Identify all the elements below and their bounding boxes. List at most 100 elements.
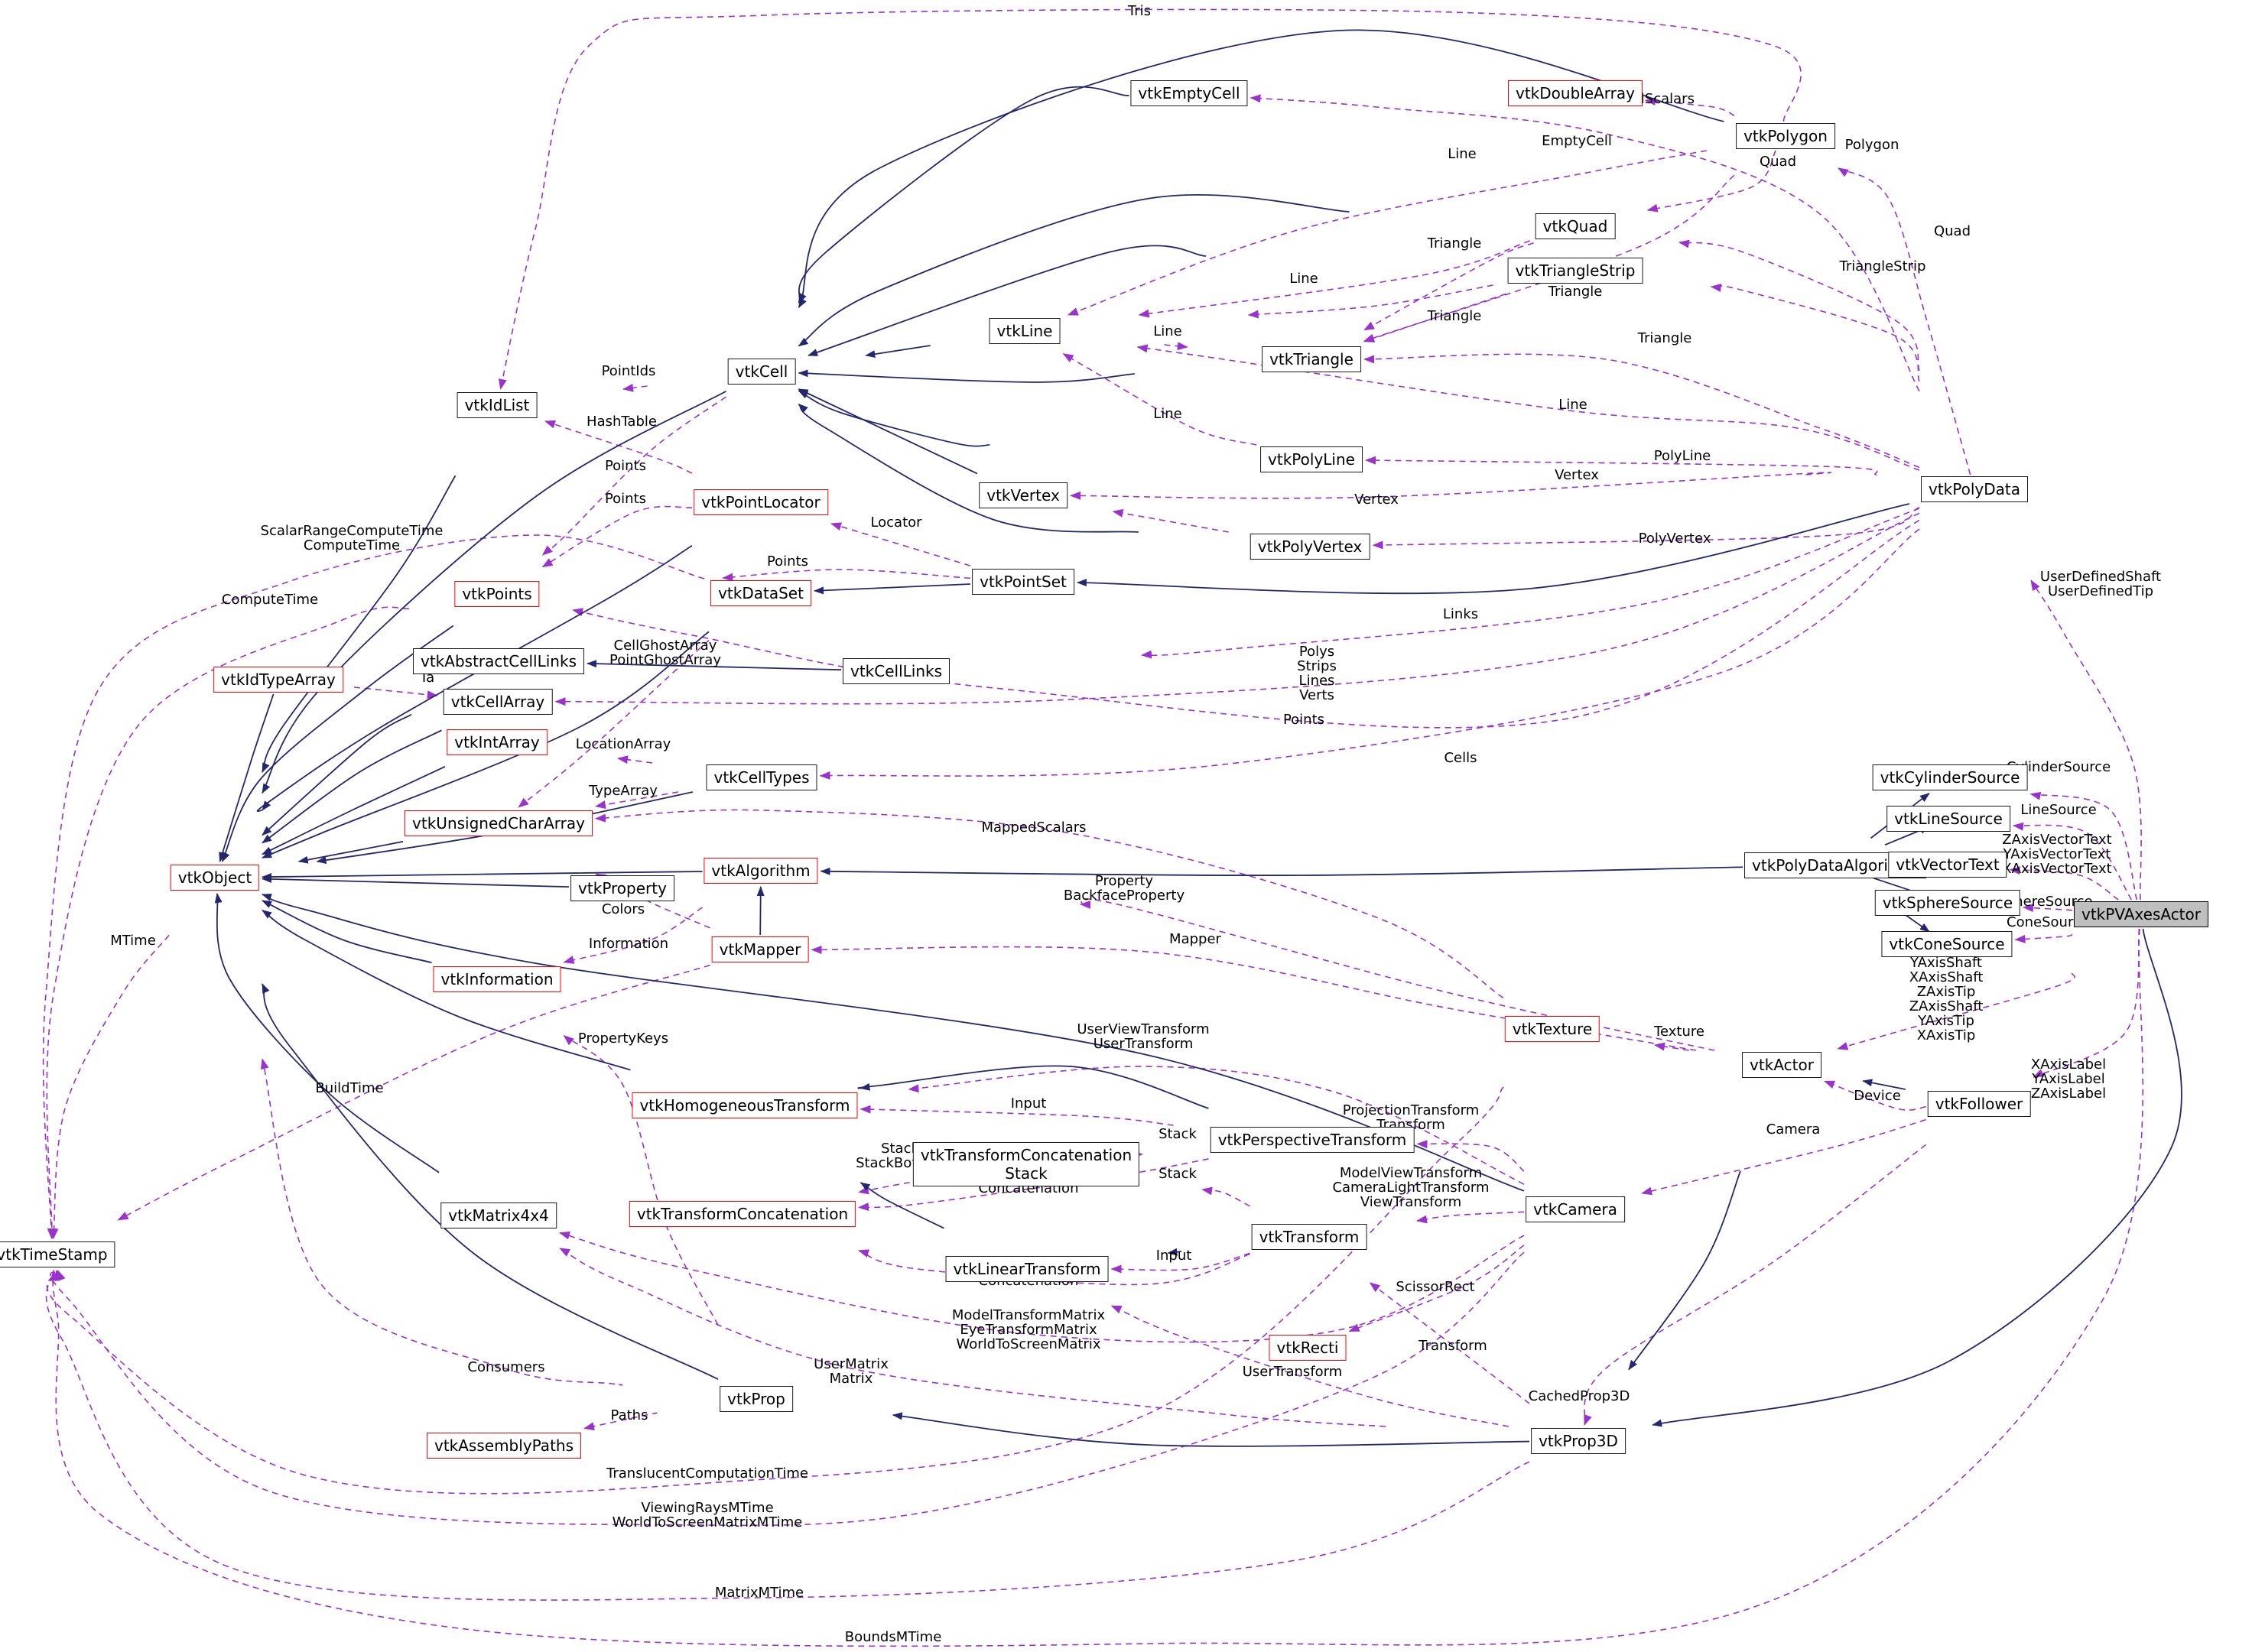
usage-edge <box>908 1066 1525 1185</box>
inheritance-edge <box>262 729 442 844</box>
class-node-idlist[interactable]: vtkIdList <box>457 392 538 418</box>
class-node-doublearray[interactable]: vtkDoubleArray <box>1508 80 1643 106</box>
class-node-celltypes[interactable]: vtkCellTypes <box>706 764 817 790</box>
class-node-pointlocator[interactable]: vtkPointLocator <box>694 489 828 515</box>
usage-edge <box>622 383 648 392</box>
edge-label: Mapper <box>1169 931 1221 947</box>
usage-edge <box>1201 1186 1250 1207</box>
usage-edge <box>1837 972 2075 1050</box>
usage-edge <box>819 528 1920 780</box>
inheritance-edge <box>756 886 765 936</box>
class-node-vertex[interactable]: vtkVertex <box>979 482 1068 508</box>
class-node-conesource[interactable]: vtkConeSource <box>1881 931 2013 957</box>
class-node-texture[interactable]: vtkTexture <box>1504 1016 1600 1042</box>
usage-edge <box>1110 1252 1250 1274</box>
edge-label: Stack <box>1158 1166 1197 1182</box>
class-node-cylindersource[interactable]: vtkCylinderSource <box>1872 764 2028 790</box>
edge-label: Device <box>1854 1088 1901 1104</box>
usage-edge <box>1136 344 1920 471</box>
class-node-triangle[interactable]: vtkTriangle <box>1262 346 1361 372</box>
class-node-follower[interactable]: vtkFollower <box>1927 1091 2031 1117</box>
edge-label: SphereSource <box>1997 894 2092 910</box>
class-node-cellarray[interactable]: vtkCellArray <box>443 689 553 715</box>
class-node-spheresource[interactable]: vtkSphereSource <box>1874 890 2021 916</box>
class-node-camera[interactable]: vtkCamera <box>1526 1196 1625 1222</box>
usage-edge <box>1249 94 1920 392</box>
class-node-polygon[interactable]: vtkPolygon <box>1736 123 1835 149</box>
class-node-lineartransform[interactable]: vtkLinearTransform <box>945 1256 1109 1282</box>
usage-edge <box>1062 353 1257 446</box>
class-node-points[interactable]: vtkPoints <box>454 581 540 607</box>
class-node-object[interactable]: vtkObject <box>170 865 260 891</box>
class-node-polyvertex[interactable]: vtkPolyVertex <box>1249 534 1370 560</box>
usage-edge <box>559 1248 1386 1427</box>
inheritance-edge <box>798 390 990 447</box>
class-node-mapper[interactable]: vtkMapper <box>711 936 809 962</box>
usage-edge <box>2013 822 2133 901</box>
usage-edge <box>1710 284 1920 382</box>
usage-edge <box>583 1412 658 1431</box>
edge-label: Line <box>1289 271 1318 287</box>
usage-edge <box>1138 240 1530 318</box>
class-node-timestamp[interactable]: vtkTimeStamp <box>0 1241 115 1267</box>
class-node-quad[interactable]: vtkQuad <box>1535 213 1616 239</box>
edge-label: ConeSource <box>2007 914 2089 930</box>
class-node-line[interactable]: vtkLine <box>989 318 1061 344</box>
class-node-dataset[interactable]: vtkDataSet <box>710 580 811 606</box>
class-node-prop[interactable]: vtkProp <box>720 1386 793 1412</box>
class-node-concatenation[interactable]: vtkTransformConcatenation <box>629 1201 856 1227</box>
class-node-matrix[interactable]: vtkMatrix4x4 <box>440 1202 557 1228</box>
class-node-homogeneous[interactable]: vtkHomogeneousTransform <box>632 1092 858 1118</box>
class-node-property[interactable]: vtkProperty <box>570 875 674 901</box>
class-node-assemblypaths[interactable]: vtkAssemblyPaths <box>426 1433 582 1459</box>
edge-label: TranslucentComputationTime <box>606 1465 808 1482</box>
class-node-prop3d[interactable]: vtkProp3D <box>1531 1428 1626 1454</box>
class-node-celllinks[interactable]: vtkCellLinks <box>842 658 951 684</box>
class-node-linesource[interactable]: vtkLineSource <box>1886 806 2010 832</box>
usage-edge <box>1363 174 1735 342</box>
edge-label: Locator <box>870 514 922 531</box>
inheritance-edge <box>587 660 842 671</box>
class-node-idtypearray[interactable]: vtkIdTypeArray <box>213 667 343 693</box>
class-node-algorithm[interactable]: vtkAlgorithm <box>704 858 818 884</box>
edge-label: Input <box>1011 1095 1047 1112</box>
edge-label: Points <box>605 491 646 507</box>
class-node-transform[interactable]: vtkTransform <box>1251 1224 1367 1250</box>
class-node-actor[interactable]: vtkActor <box>1742 1052 1821 1078</box>
class-node-abstractcelllinks[interactable]: vtkAbstractCellLinks <box>413 648 584 674</box>
edge-label: MatrixMTime <box>715 1585 804 1601</box>
edge-label: Line <box>1153 323 1182 339</box>
edge-label: Stack <box>1158 1126 1197 1142</box>
class-node-information[interactable]: vtkInformation <box>433 966 561 992</box>
usage-edge <box>2029 791 2138 901</box>
class-node-polyline[interactable]: vtkPolyLine <box>1260 446 1363 472</box>
class-node-emptycell[interactable]: vtkEmptyCell <box>1130 80 1248 106</box>
class-node-vectortext[interactable]: vtkVectorText <box>1888 852 2007 878</box>
class-node-concatstack[interactable]: vtkTransformConcatenation Stack <box>912 1142 1140 1186</box>
class-node-pointset[interactable]: vtkPointSet <box>972 569 1074 595</box>
usage-edge <box>860 1105 1174 1126</box>
class-node-uchararray[interactable]: vtkUnsignedCharArray <box>405 810 593 836</box>
class-node-polydata[interactable]: vtkPolyData <box>1921 476 2028 502</box>
class-node-pvaxesactor[interactable]: vtkPVAxesActor <box>2074 901 2208 927</box>
inheritance-edge <box>798 29 1724 309</box>
inheritance-edge <box>865 345 931 359</box>
class-node-trianglestrip[interactable]: vtkTriangleStrip <box>1507 258 1643 284</box>
class-node-perspective[interactable]: vtkPerspectiveTransform <box>1210 1127 1415 1153</box>
edge-label: PolyLine <box>1654 448 1711 464</box>
usage-edge <box>554 512 1920 706</box>
class-node-cell[interactable]: vtkCell <box>727 359 796 385</box>
class-node-intarray[interactable]: vtkIntArray <box>447 729 548 755</box>
usage-edge <box>2033 928 2140 1078</box>
inheritance-edge <box>262 631 710 858</box>
class-node-recti[interactable]: vtkRecti <box>1269 1335 1347 1361</box>
inheritance-edge <box>262 875 570 888</box>
